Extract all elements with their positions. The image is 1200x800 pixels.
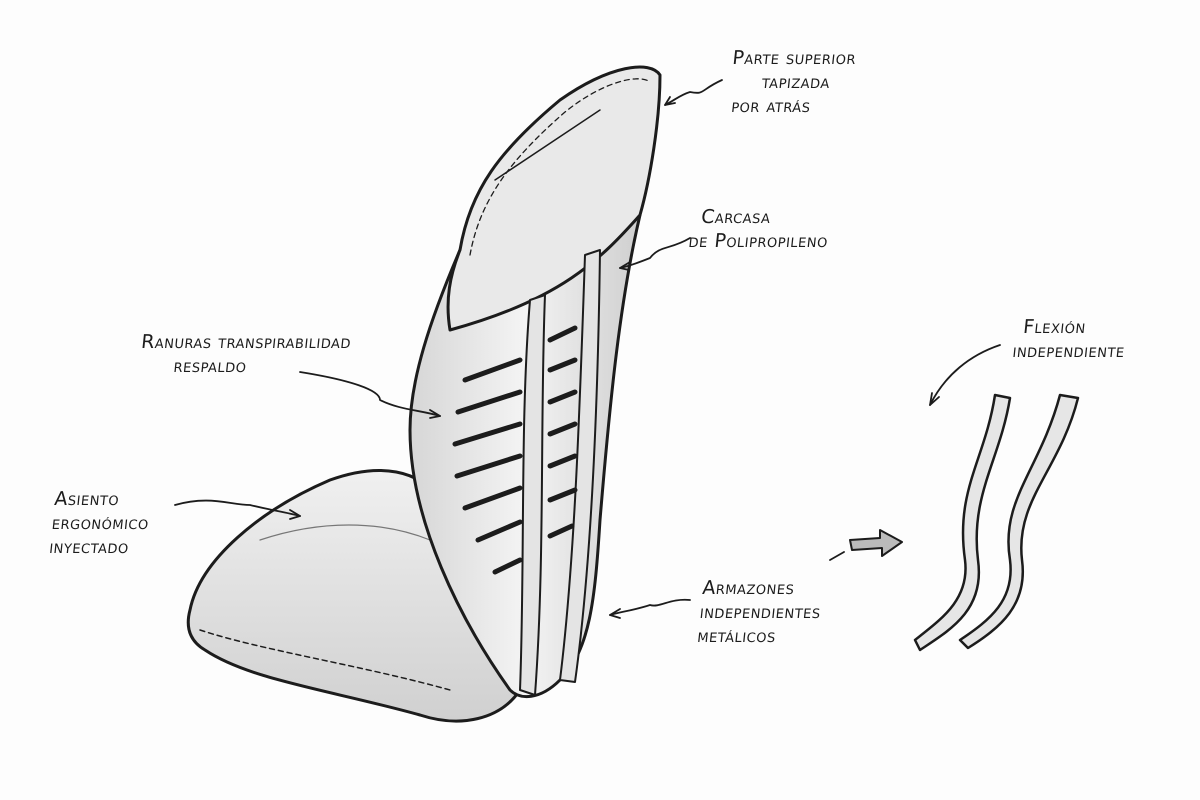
label-line: metálicos	[696, 625, 778, 647]
label-line: independiente	[1011, 340, 1126, 362]
label-slots: Ranuras transpirabilidad respaldo	[137, 330, 352, 378]
label-upholstered-top: Parte superior tapizada por atrás	[726, 46, 857, 118]
label-flex: Flexión independiente	[1012, 315, 1128, 363]
label-line: Asiento	[53, 488, 121, 510]
label-line: Ranuras transpirabilidad	[140, 331, 353, 353]
metal-frame-right	[559, 249, 601, 683]
label-line: Flexión	[1022, 316, 1088, 338]
label-line: inyectado	[48, 536, 130, 558]
label-line: independientes	[698, 601, 822, 623]
label-frames: Armazones independientes metálicos	[696, 576, 824, 648]
upholstered-top	[446, 65, 662, 332]
label-line: Parte superior	[731, 47, 858, 69]
label-line: Armazones	[701, 577, 796, 599]
label-line: ergonómico	[50, 512, 151, 534]
label-line: tapizada	[760, 71, 832, 93]
label-line: por atrás	[730, 95, 812, 117]
metal-frame-left	[519, 294, 546, 696]
label-line: Carcasa	[700, 206, 772, 228]
detached-frame-2	[958, 393, 1080, 650]
leader-arrows	[174, 79, 1001, 619]
label-line: de Polipropileno	[687, 230, 830, 252]
label-line: respaldo	[172, 355, 248, 377]
label-seat: Asiento ergonómico inyectado	[48, 487, 152, 559]
label-shell: Carcasa de Polipropileno	[688, 205, 831, 253]
ventilation-slots	[452, 325, 578, 575]
direction-arrow	[849, 529, 903, 557]
detached-frame-1	[913, 393, 1012, 652]
